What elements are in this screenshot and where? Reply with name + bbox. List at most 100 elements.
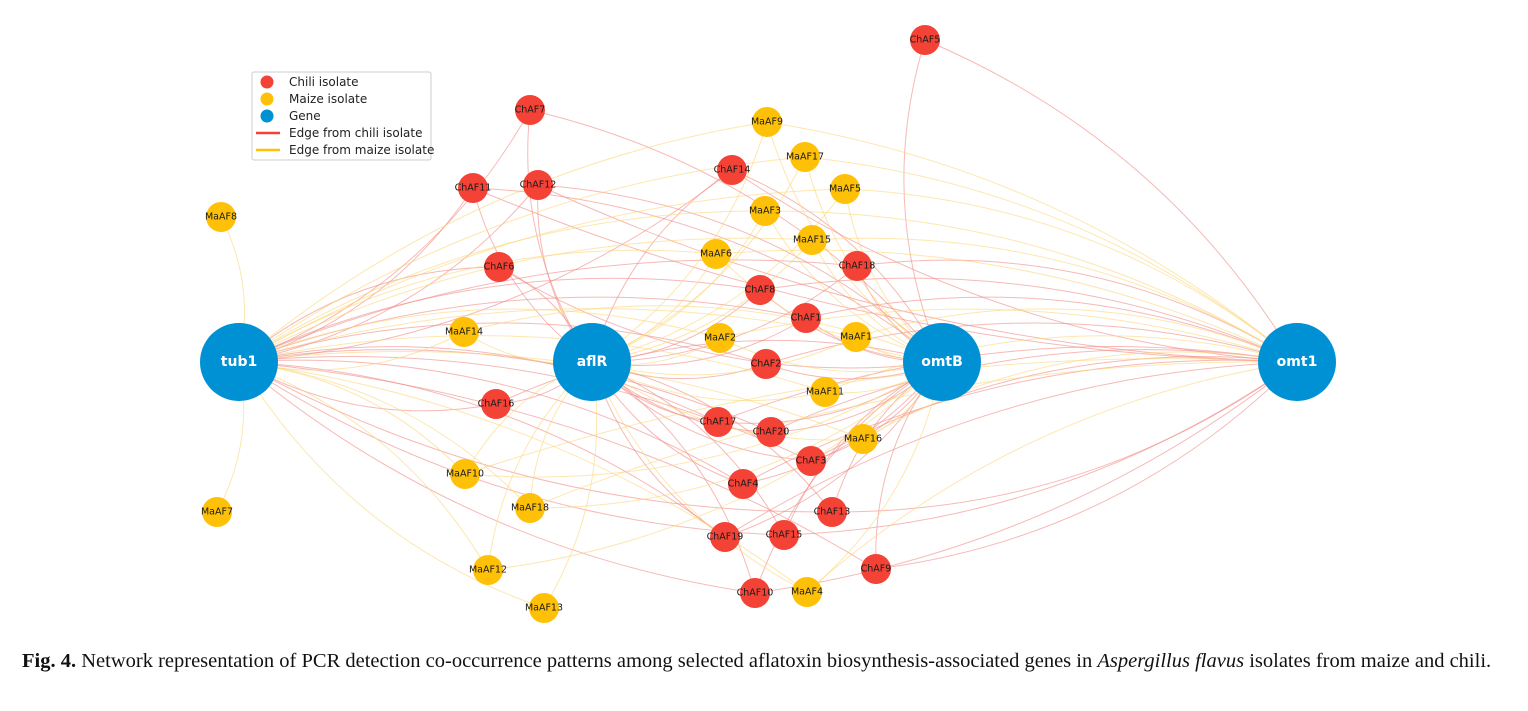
node-MaAF17: MaAF17: [786, 142, 824, 172]
node-circle: [529, 593, 559, 623]
node-tub1: tub1: [200, 323, 278, 401]
edge-MaAF9-omt1: [766, 121, 1298, 363]
node-label: aflR: [577, 354, 608, 370]
node-MaAF8: MaAF8: [205, 202, 237, 232]
node-ChAF11: ChAF11: [455, 173, 491, 203]
node-circle: [810, 377, 840, 407]
edge-ChAF9-omt1: [875, 361, 1298, 570]
edge-MaAF5-omt1: [844, 188, 1298, 363]
edge-ChAF11-omt1: [472, 187, 1298, 363]
node-circle: [515, 95, 545, 125]
edge-MaAF4-aflR: [591, 361, 808, 593]
node-circle: [450, 459, 480, 489]
node-label: MaAF7: [201, 507, 233, 518]
node-circle: [705, 323, 735, 353]
edge-ChAF14-omt1: [731, 169, 1298, 363]
node-MaAF3: MaAF3: [749, 196, 781, 226]
node-label: ChAF3: [796, 456, 827, 467]
edge-MaAF17-aflR: [591, 156, 806, 363]
node-label: MaAF10: [446, 469, 484, 480]
edge-ChAF17-omt1: [717, 346, 1298, 423]
node-MaAF18: MaAF18: [511, 493, 549, 523]
node-circle: [910, 25, 940, 55]
node-MaAF16: MaAF16: [844, 424, 882, 454]
edge-ChAF5-omtB: [903, 39, 943, 363]
node-ChAF4: ChAF4: [728, 469, 759, 499]
node-MaAF15: MaAF15: [793, 225, 831, 255]
node-ChAF10: ChAF10: [737, 578, 774, 608]
node-label: ChAF6: [484, 262, 515, 273]
edge-MaAF18-tub1: [238, 361, 531, 509]
edge-ChAF1-omt1: [805, 296, 1298, 363]
edge-ChAF3-omt1: [810, 356, 1298, 462]
edge-MaAF12-tub1: [238, 361, 489, 571]
node-circle: [202, 497, 232, 527]
node-omtB: omtB: [903, 323, 981, 401]
node-label: MaAF9: [751, 117, 783, 128]
node-circle: [553, 323, 631, 401]
node-circle: [841, 322, 871, 352]
node-label: ChAF8: [745, 285, 776, 296]
edge-MaAF1-omt1: [855, 308, 1298, 363]
node-ChAF14: ChAF14: [714, 155, 750, 185]
edge-ChAF10-omtB: [754, 361, 943, 594]
legend-label: Gene: [289, 109, 321, 123]
node-label: ChAF5: [910, 35, 941, 46]
edge-ChAF6-omtB: [498, 266, 943, 369]
node-circle: [458, 173, 488, 203]
node-label: ChAF20: [753, 427, 790, 438]
node-label: ChAF4: [728, 479, 759, 490]
edge-MaAF15-omt1: [811, 237, 1298, 363]
legend-item-0: Chili isolate: [260, 75, 359, 89]
node-circle: [206, 202, 236, 232]
node-label: MaAF6: [700, 249, 732, 260]
node-MaAF13: MaAF13: [525, 593, 563, 623]
edge-MaAF4-omt1: [806, 361, 1298, 593]
node-label: ChAF10: [737, 588, 774, 599]
legend-item-2: Gene: [260, 109, 321, 123]
node-ChAF2: ChAF2: [751, 349, 782, 379]
node-label: MaAF5: [829, 184, 861, 195]
legend-box: [251, 71, 432, 161]
legend-item-3: Edge from chili isolate: [256, 126, 422, 140]
node-label: MaAF2: [704, 333, 736, 344]
edge-MaAF2-tub1: [238, 308, 721, 363]
edge-MaAF3-tub1: [238, 210, 766, 363]
node-MaAF7: MaAF7: [201, 497, 233, 527]
edge-ChAF18-tub1: [238, 259, 858, 363]
node-MaAF14: MaAF14: [445, 317, 483, 347]
node-ChAF16: ChAF16: [478, 389, 514, 419]
edge-MaAF5-aflR: [591, 188, 846, 363]
node-circle: [1258, 323, 1336, 401]
edge-ChAF1-tub1: [238, 296, 807, 363]
node-ChAF8: ChAF8: [745, 275, 776, 305]
node-label: ChAF13: [814, 507, 851, 518]
node-circle: [484, 252, 514, 282]
node-MaAF6: MaAF6: [700, 239, 732, 269]
node-MaAF10: MaAF10: [446, 459, 484, 489]
legend-item-4: Edge from maize isolate: [256, 143, 434, 157]
node-omt1: omt1: [1258, 323, 1336, 401]
node-label: MaAF14: [445, 327, 483, 338]
node-circle: [796, 446, 826, 476]
edge-ChAF19-omt1: [724, 361, 1298, 538]
edge-MaAF9-aflR: [591, 121, 768, 363]
node-MaAF9: MaAF9: [751, 107, 783, 137]
node-label: ChAF2: [751, 359, 782, 370]
node-circle: [717, 155, 747, 185]
node-label: MaAF11: [806, 387, 844, 398]
edge-MaAF10-omt1: [464, 358, 1298, 475]
node-circle: [792, 577, 822, 607]
legend-label: Edge from chili isolate: [289, 126, 422, 140]
node-circle: [769, 520, 799, 550]
node-label: MaAF18: [511, 503, 549, 514]
node-circle: [515, 493, 545, 523]
node-layer: ChAF1ChAF2ChAF3ChAF4ChAF5ChAF6ChAF7ChAF8…: [200, 25, 1336, 623]
node-MaAF11: MaAF11: [806, 377, 844, 407]
node-MaAF12: MaAF12: [469, 555, 507, 585]
node-ChAF20: ChAF20: [753, 417, 790, 447]
node-ChAF6: ChAF6: [484, 252, 515, 282]
node-ChAF5: ChAF5: [910, 25, 941, 55]
node-ChAF17: ChAF17: [700, 407, 736, 437]
